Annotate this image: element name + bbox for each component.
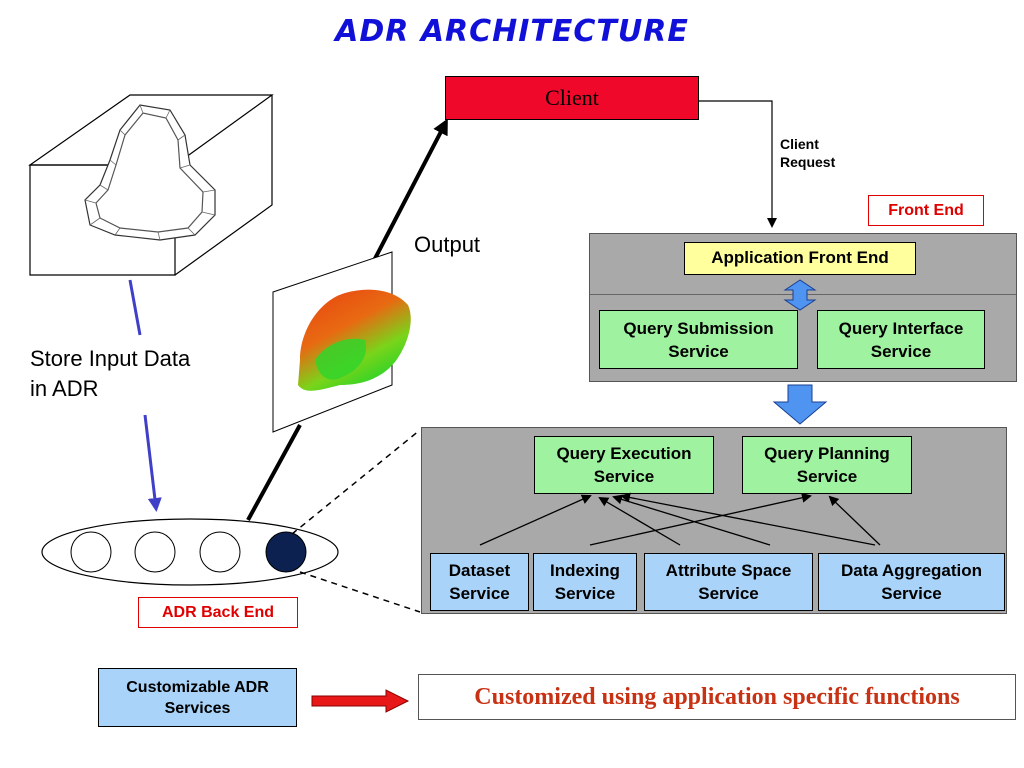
zoom-line-bottom bbox=[299, 571, 421, 613]
output-arrow-lower bbox=[246, 424, 302, 521]
query-submission-line2: Service bbox=[668, 341, 729, 361]
adr-node-3 bbox=[199, 531, 241, 573]
output-label: Output bbox=[414, 232, 481, 257]
adr-node-1 bbox=[70, 531, 112, 573]
client-box[interactable]: Client bbox=[445, 76, 699, 120]
front-end-divider bbox=[590, 294, 1016, 295]
client-request-line2: Request bbox=[780, 154, 836, 170]
adr-node-selected bbox=[265, 531, 307, 573]
attribute-space-line1: Attribute Space bbox=[665, 561, 792, 580]
customizable-line2: Services bbox=[164, 699, 231, 717]
output-arrow-upper bbox=[366, 118, 448, 273]
client-request-label: Client Request bbox=[780, 135, 835, 171]
store-label-line2: in ADR bbox=[30, 376, 99, 401]
data-aggregation-line1: Data Aggregation bbox=[840, 561, 983, 580]
dataset-line2: Service bbox=[449, 584, 510, 603]
customizable-adr-services-box[interactable]: Customizable ADR Services bbox=[98, 668, 297, 727]
store-connector-lower bbox=[143, 414, 162, 512]
query-interface-line1: Query Interface bbox=[838, 318, 964, 338]
zoom-line-top bbox=[291, 429, 421, 535]
query-submission-line1: Query Submission bbox=[623, 318, 774, 338]
attribute-space-line2: Service bbox=[698, 584, 759, 603]
adr-back-end-tag: ADR Back End bbox=[138, 597, 298, 628]
indexing-line1: Indexing bbox=[550, 561, 620, 580]
store-input-label: Store Input Data in ADR bbox=[30, 344, 190, 404]
store-connector-upper bbox=[128, 279, 142, 336]
page-title: ADR ARCHITECTURE bbox=[335, 14, 689, 49]
indexing-line2: Service bbox=[554, 584, 616, 603]
customizable-line1: Customizable ADR bbox=[126, 678, 269, 696]
query-planning-line2: Service bbox=[796, 467, 858, 486]
query-interface-line2: Service bbox=[870, 341, 932, 361]
query-execution-line1: Query Execution bbox=[556, 444, 692, 463]
application-front-end-box[interactable]: Application Front End bbox=[684, 242, 916, 275]
data-aggregation-line2: Service bbox=[881, 584, 942, 603]
store-label-line1: Store Input Data bbox=[30, 346, 191, 371]
input-data-cube bbox=[28, 94, 274, 276]
query-planning-line1: Query Planning bbox=[764, 444, 890, 463]
adr-backend-nodes bbox=[41, 518, 339, 586]
client-request-line1: Client bbox=[780, 136, 819, 152]
dataset-line1: Dataset bbox=[448, 561, 511, 580]
client-request-arrow bbox=[699, 100, 777, 228]
query-execution-line2: Service bbox=[593, 467, 655, 486]
customized-functions-text: Customized using application specific fu… bbox=[418, 674, 1016, 720]
output-image-panel bbox=[272, 251, 411, 433]
front-end-tag: Front End bbox=[868, 195, 984, 226]
adr-node-2 bbox=[134, 531, 176, 573]
